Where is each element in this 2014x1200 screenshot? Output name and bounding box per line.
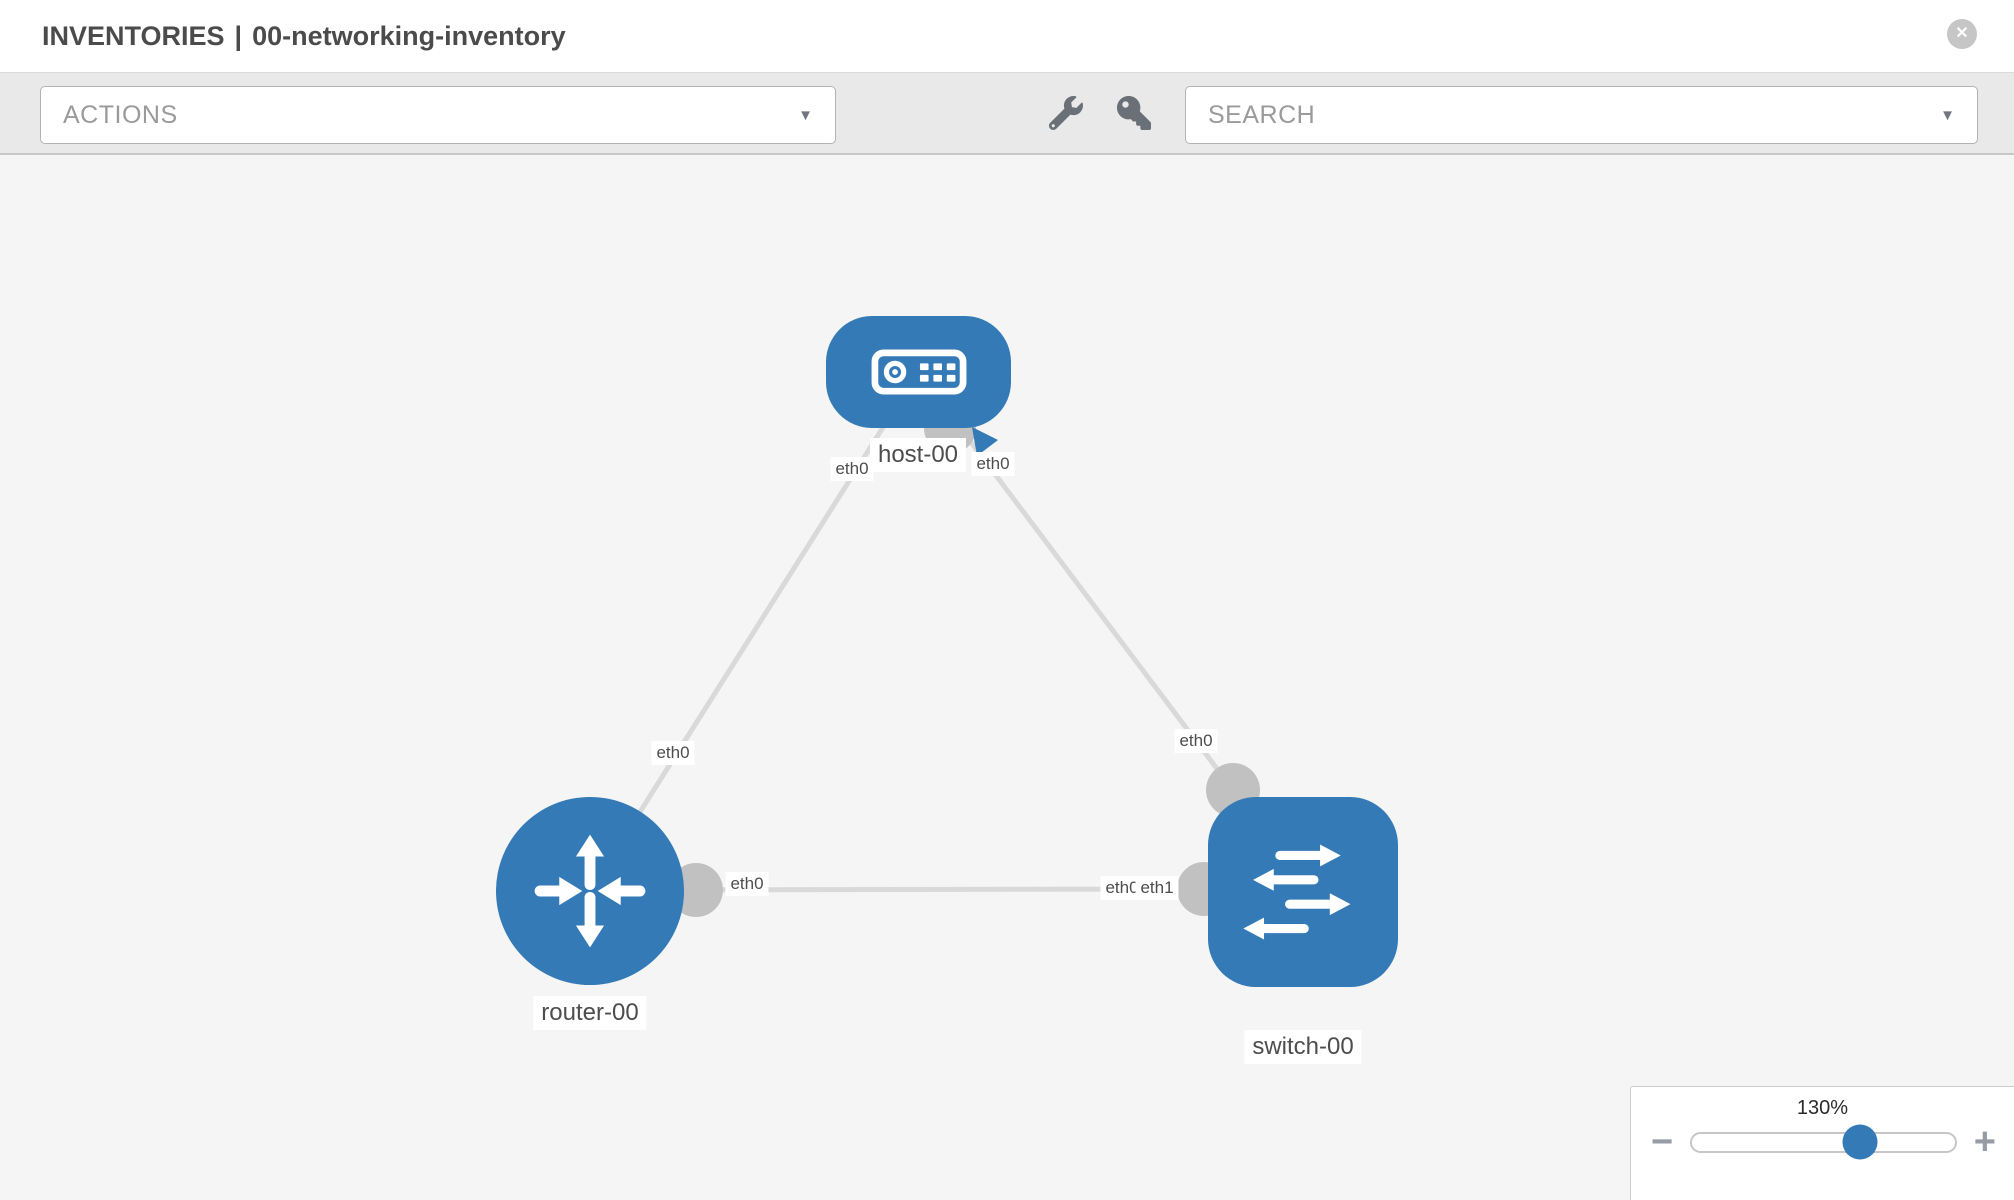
interface-label: eth0	[1174, 729, 1218, 753]
chevron-down-icon: ▼	[1940, 106, 1955, 124]
wrench-button[interactable]	[1048, 96, 1084, 132]
breadcrumb-section: INVENTORIES	[42, 21, 225, 51]
zoom-controls: − +	[1631, 1121, 2014, 1163]
breadcrumb-inventory-name: 00-networking-inventory	[252, 21, 566, 51]
close-button[interactable]: ✕	[1947, 19, 1977, 49]
close-icon: ✕	[1955, 25, 1969, 42]
search-dropdown-label: SEARCH	[1208, 100, 1316, 129]
router-icon	[534, 834, 646, 948]
wrench-icon	[1048, 96, 1083, 131]
page-title: INVENTORIES | 00-networking-inventory	[42, 0, 566, 72]
key-button[interactable]	[1116, 96, 1152, 132]
zoom-slider-handle[interactable]	[1842, 1124, 1878, 1160]
interface-label: eth0	[651, 741, 695, 765]
breadcrumb-separator: |	[234, 21, 243, 51]
node-label-router: router-00	[533, 996, 647, 1030]
node-router-00[interactable]	[496, 797, 684, 985]
zoom-slider-track[interactable]	[1690, 1124, 1957, 1160]
zoom-out-button[interactable]: −	[1651, 1121, 1674, 1163]
search-dropdown[interactable]: SEARCH ▼	[1185, 86, 1978, 144]
interface-label: eth0	[725, 872, 769, 896]
node-label-host: host-00	[869, 438, 967, 472]
actions-dropdown-label: ACTIONS	[63, 100, 178, 129]
key-icon	[1117, 96, 1151, 130]
zoom-in-button[interactable]: +	[1973, 1121, 1996, 1163]
zoom-panel: 130% − +	[1630, 1086, 2014, 1200]
header: INVENTORIES | 00-networking-inventory ✕	[0, 0, 2014, 72]
host-icon	[871, 349, 966, 395]
node-switch-00[interactable]	[1208, 797, 1398, 987]
topology-canvas[interactable]: host-00 router-00 switch-00 eth0 eth0 et…	[0, 155, 2014, 1200]
chevron-down-icon: ▼	[798, 106, 813, 124]
link-direction-arrow	[972, 427, 998, 456]
zoom-level: 130%	[1796, 1097, 1849, 1119]
interface-label: eth0	[971, 452, 1015, 476]
topology-links-layer	[587, 370, 1260, 917]
toolbar: ACTIONS ▼ SEARCH ▼	[0, 72, 2014, 155]
node-label-switch: switch-00	[1244, 1030, 1362, 1064]
switch-icon	[1243, 844, 1351, 940]
actions-dropdown[interactable]: ACTIONS ▼	[40, 86, 836, 144]
interface-label: eth0	[830, 457, 874, 481]
interface-label: eth1	[1135, 876, 1179, 900]
node-host-00[interactable]	[826, 316, 1011, 428]
